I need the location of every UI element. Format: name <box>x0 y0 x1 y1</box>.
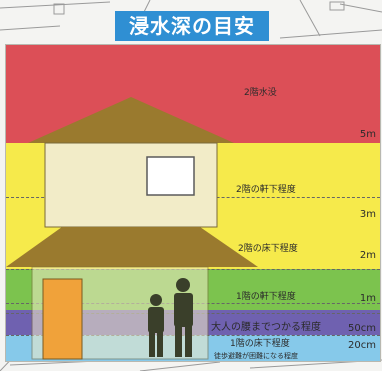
label-2f-submerged: 2階水没 <box>244 88 277 98</box>
person-tall <box>174 278 193 357</box>
mark-50cm: 50cm <box>348 323 376 334</box>
label-1f-floor: 1階の床下程度 <box>230 339 290 349</box>
label-1f-eaves: 1階の軒下程度 <box>236 292 296 302</box>
mark-2m: 2m <box>359 250 376 261</box>
mark-3m: 3m <box>359 209 376 220</box>
depth-diagram: 2階水没 2階の軒下程度 2階の床下程度 1階の軒下程度 大人の腰までつかる程度… <box>5 44 381 362</box>
lower-roof <box>6 227 258 267</box>
label-2f-eaves: 2階の軒下程度 <box>236 185 296 195</box>
label-2f-floor: 2階の床下程度 <box>238 244 298 254</box>
house-illustration <box>6 97 258 360</box>
mark-20cm: 20cm <box>348 340 376 351</box>
mark-1m: 1m <box>359 293 376 304</box>
person-small <box>148 294 164 357</box>
upper-window <box>146 156 195 196</box>
diagram-title: 浸水深の目安 <box>115 11 269 41</box>
door <box>42 278 83 360</box>
label-adult-waist: 大人の腰までつかる程度 <box>211 322 321 333</box>
upper-roof <box>28 97 234 143</box>
mark-5m: 5m <box>359 129 376 140</box>
label-walk-evacuation: 徒歩避難が困難になる程度 <box>214 352 298 360</box>
